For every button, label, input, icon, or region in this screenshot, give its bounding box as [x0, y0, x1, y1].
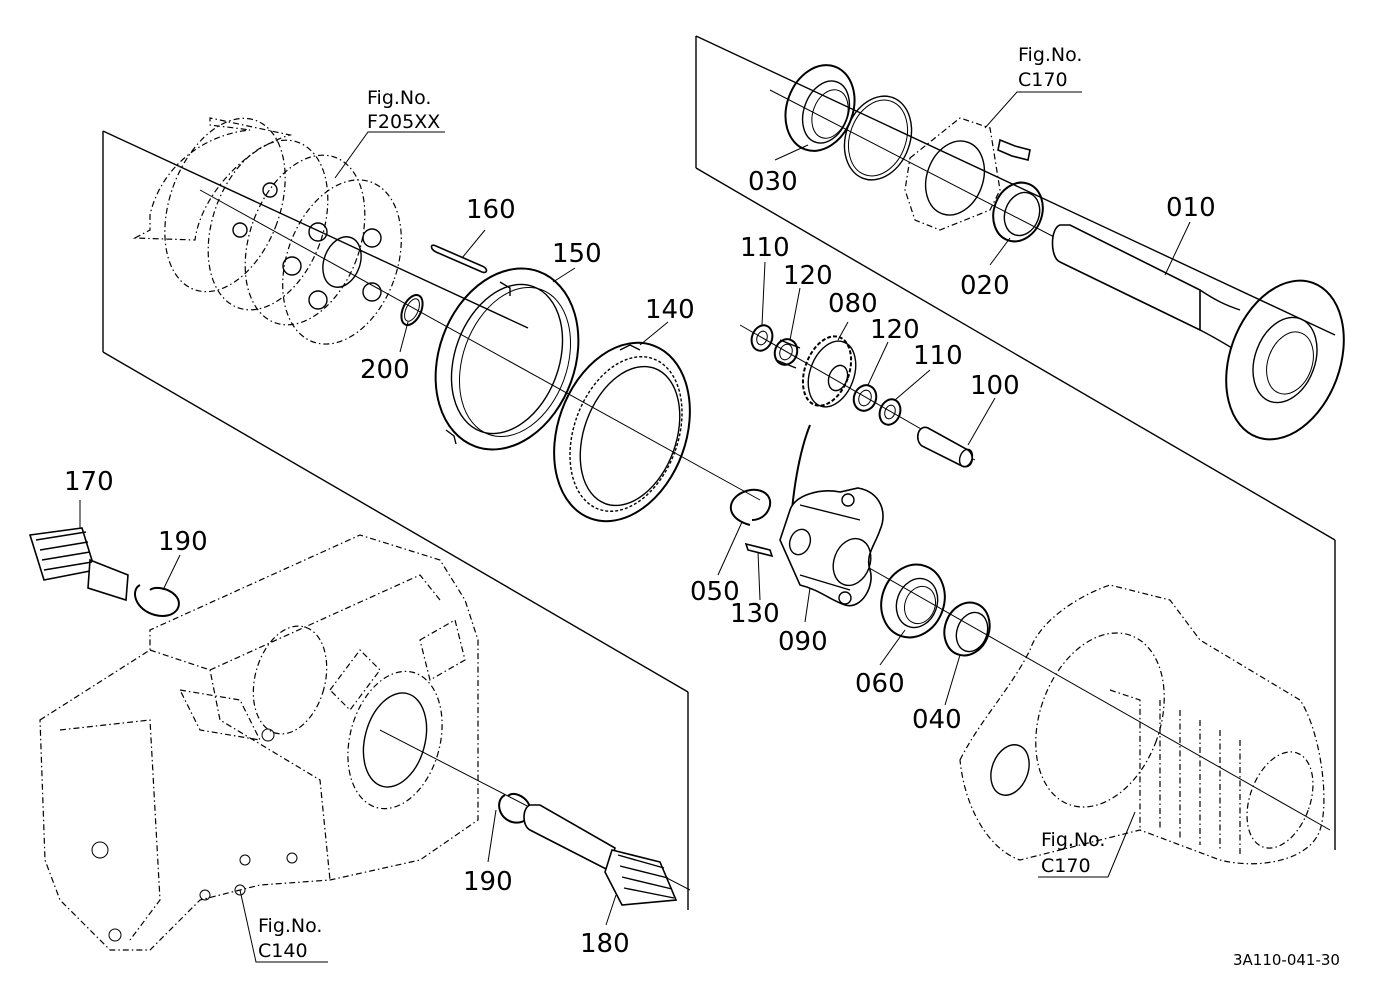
label-190-top: 190 [158, 527, 208, 557]
part-140-ring-gear [553, 341, 691, 523]
label-110-right: 110 [913, 341, 963, 371]
assembly-frame-lines [102, 35, 1336, 910]
drawing-code: 3A110-041-30 [1233, 951, 1340, 969]
fig-ref-f205-line1: Fig.No. [367, 87, 431, 109]
label-130: 130 [730, 599, 780, 629]
label-180: 180 [580, 929, 630, 959]
fig-ref-c140-line1: Fig.No. [258, 915, 322, 937]
fig-ref-f205-line2: F205XX [367, 111, 440, 133]
clutch-pack-reference [132, 117, 402, 345]
label-100: 100 [970, 371, 1020, 401]
label-020: 020 [960, 271, 1010, 301]
leader-lines [79, 91, 1191, 963]
label-120-right: 120 [870, 315, 920, 345]
fig-ref-c170-bottom-line2: C170 [1041, 855, 1091, 877]
label-080: 080 [828, 289, 878, 319]
label-090: 090 [778, 627, 828, 657]
label-030: 030 [748, 167, 798, 197]
part-200-o-ring [400, 294, 424, 326]
label-060: 060 [855, 669, 905, 699]
fig-ref-c170-bottom-line1: Fig.No. [1041, 829, 1105, 851]
label-050: 050 [690, 577, 740, 607]
label-190-bottom: 190 [463, 867, 513, 897]
planet-carrier-parts [729, 487, 884, 607]
input-shaft-170-group [28, 527, 180, 617]
output-bearing-and-seal [880, 563, 991, 657]
label-140: 140 [645, 295, 695, 325]
figure-reference-labels: Fig.No. F205XX Fig.No. C170 Fig.No. C170… [258, 44, 1105, 962]
label-170: 170 [64, 467, 114, 497]
part-150-ring [434, 267, 580, 451]
label-110-top: 110 [740, 233, 790, 263]
rear-housing-reference [959, 584, 1325, 865]
fig-ref-c170-top-line1: Fig.No. [1018, 44, 1082, 66]
shaft-180-group [498, 792, 678, 906]
fig-ref-c170-top-line2: C170 [1018, 69, 1068, 91]
label-010: 010 [1166, 193, 1216, 223]
transmission-case-reference [39, 534, 479, 951]
label-200: 200 [360, 355, 410, 385]
part-number-labels: 160 150 140 200 110 120 080 120 110 100 … [64, 167, 1216, 959]
fig-ref-c140-line2: C140 [258, 940, 308, 962]
label-040: 040 [912, 705, 962, 735]
part-160-pin [430, 244, 488, 274]
label-160: 160 [466, 195, 516, 225]
output-shaft-group [784, 64, 1345, 441]
label-150: 150 [552, 239, 602, 269]
label-120-top: 120 [783, 261, 833, 291]
